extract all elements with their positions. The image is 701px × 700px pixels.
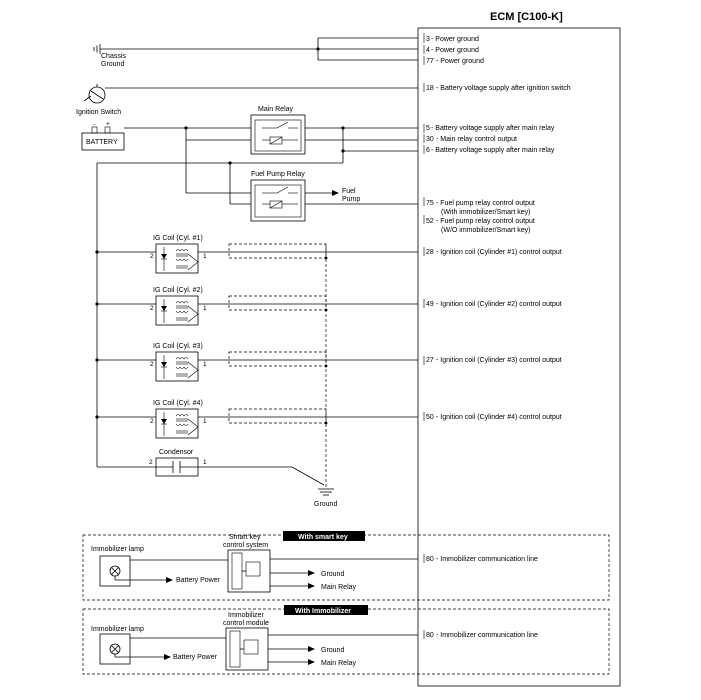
ig-coil-pin-left: 2	[150, 305, 154, 312]
pin-number: 49	[426, 301, 434, 308]
pin-label: - Fuel pump relay control output	[436, 218, 535, 225]
ig-coil-pin-left: 2	[150, 253, 154, 260]
pin-label: - Immobilizer communication line	[436, 556, 538, 563]
pin-label: - Battery voltage supply after ignition …	[436, 85, 571, 92]
chassis-ground-wiring	[93, 37, 418, 61]
ig-coil-pin-right: 1	[203, 253, 207, 260]
pin-number: 3	[426, 36, 430, 43]
ig-coil: IG Coil (Cyl. #2) 2 1 49- Ignition coil (Cy…	[95, 287, 562, 326]
smart-key-lamp	[99, 555, 230, 587]
immobilizer-lamp	[99, 633, 228, 665]
pin-number: 6	[426, 147, 430, 154]
immobilizer-lamp-label: Immobilizer lamp	[91, 626, 144, 633]
smart-key-lamp-label: Immobilizer lamp	[91, 546, 144, 553]
ig-coil: IG Coil (Cyl. #3) 2 1 27- Ignition coil (Cy…	[95, 343, 562, 382]
pin-number: 50	[426, 414, 434, 421]
battery: BATTERY - +	[81, 121, 125, 151]
power-ground-pins: 3 - Power ground 4 - Power ground 77 - P…	[426, 36, 484, 65]
chassis-ground-label: Chassis	[101, 53, 126, 60]
immobilizer-battery-power: Battery Power	[173, 654, 218, 661]
fuel-pump-label-2: Pump	[342, 196, 360, 203]
pin-label-2: (With immobilizer/Smart key)	[441, 209, 530, 216]
ig-coil: IG Coil (Cyl. #4) 2 1 50- Ignition coil (Cy…	[95, 400, 562, 439]
condensor-label: Condensor	[159, 449, 194, 456]
ground-label: Ground	[314, 501, 337, 508]
fuel-pump-label: Fuel	[342, 188, 356, 195]
ig-coil-pin-right: 1	[203, 305, 207, 312]
fuel-pump-relay-box	[250, 179, 306, 222]
ig-coil: IG Coil (Cyl. #1) 2 1 28- Ignition coil (Cy…	[95, 235, 562, 274]
smart-key-module-label-2: control system	[223, 542, 268, 549]
main-relay-label: Main Relay	[258, 106, 294, 113]
pin-label: - Power ground	[436, 58, 484, 65]
pin-label: - Main relay control output	[436, 136, 517, 143]
pin-number: 52	[426, 218, 434, 225]
battery-minus: -	[93, 121, 95, 128]
fuel-pump-relay-pins: 75 - Fuel pump relay control output (Wit…	[426, 200, 535, 234]
pin-label: - Battery voltage supply after main rela…	[431, 125, 555, 132]
ig-coil-pin-left: 2	[150, 361, 154, 368]
pin-label: - Fuel pump relay control output	[436, 200, 535, 207]
pin-label: - Battery voltage supply after main rela…	[431, 147, 555, 154]
pin-label: - Immobilizer communication line	[436, 632, 538, 639]
battery-plus: +	[106, 121, 110, 128]
ecm-box	[417, 27, 621, 687]
condensor-pin-left: 2	[149, 459, 153, 466]
ig-coil-label: IG Coil (Cyl. #2)	[153, 287, 203, 294]
ig-coil-pin-left: 2	[150, 418, 154, 425]
main-relay-wiring	[96, 126, 418, 467]
immobilizer-header-bg	[284, 605, 368, 615]
fuel-pump-relay-label: Fuel Pump Relay	[251, 171, 305, 178]
smart-key-main-relay: Main Relay	[321, 584, 357, 591]
ig-coil-pin-right: 1	[203, 361, 207, 368]
smart-key-ground: Ground	[321, 571, 344, 578]
pin-number: 75	[426, 200, 434, 207]
ig-coil-pin-right: 1	[203, 418, 207, 425]
pin-number: 4	[426, 47, 430, 54]
ig-coil-label: IG Coil (Cyl. #3)	[153, 343, 203, 350]
pin-number: 18	[426, 85, 434, 92]
pin-number: 5	[426, 125, 430, 132]
pin-number: 77	[426, 58, 434, 65]
pin-label: - Ignition coil (Cylinder #3) control ou…	[436, 357, 562, 364]
pin-label: - Ignition coil (Cylinder #1) control ou…	[436, 249, 562, 256]
pin-label: - Power ground	[431, 47, 479, 54]
ig-coil-label: IG Coil (Cyl. #1)	[153, 235, 203, 242]
smart-key-header-bg	[283, 531, 365, 541]
immobilizer-module-label: Immobilizer	[228, 612, 264, 619]
pin-number: 28	[426, 249, 434, 256]
ig-coil-label: IG Coil (Cyl. #4)	[153, 400, 203, 407]
pin-number: 80	[426, 632, 434, 639]
immobilizer-module-label-2: control module	[223, 620, 269, 627]
immobilizer-ground: Ground	[321, 647, 344, 654]
fuel-pump-relay-wiring	[185, 140, 418, 205]
immobilizer-header: With Immobilizer	[295, 608, 351, 615]
pin-label: - Ignition coil (Cylinder #2) control ou…	[436, 301, 562, 308]
ecm-title: ECM [C100-K]	[490, 11, 563, 23]
smart-key-header: With smart key	[298, 534, 348, 541]
battery-label: BATTERY	[86, 139, 118, 146]
pin-number: 80	[426, 556, 434, 563]
shield-ground-wiring	[318, 244, 334, 496]
smart-key-module-label: Smart key	[229, 534, 261, 541]
smart-key-battery-power: Battery Power	[176, 577, 221, 584]
ignition-switch-symbol	[83, 84, 418, 104]
condensor-pin-right: 1	[203, 459, 207, 466]
immobilizer-module	[225, 627, 418, 671]
chassis-ground-label-2: Ground	[101, 61, 124, 68]
main-relay-box	[250, 114, 306, 155]
immobilizer-main-relay: Main Relay	[321, 660, 357, 667]
pin-number: 30	[426, 136, 434, 143]
main-relay-pins: 5 - Battery voltage supply after main re…	[426, 125, 555, 154]
ignition-switch-label: Ignition Switch	[76, 109, 121, 116]
condensor-symbol	[97, 457, 325, 486]
pin-label: - Ignition coil (Cylinder #4) control ou…	[436, 414, 562, 421]
pin-label: - Power ground	[431, 36, 479, 43]
smart-key-module	[227, 549, 418, 593]
pin-number: 27	[426, 357, 434, 364]
pin-label-2: (W/O immobilizer/Smart key)	[441, 227, 530, 234]
